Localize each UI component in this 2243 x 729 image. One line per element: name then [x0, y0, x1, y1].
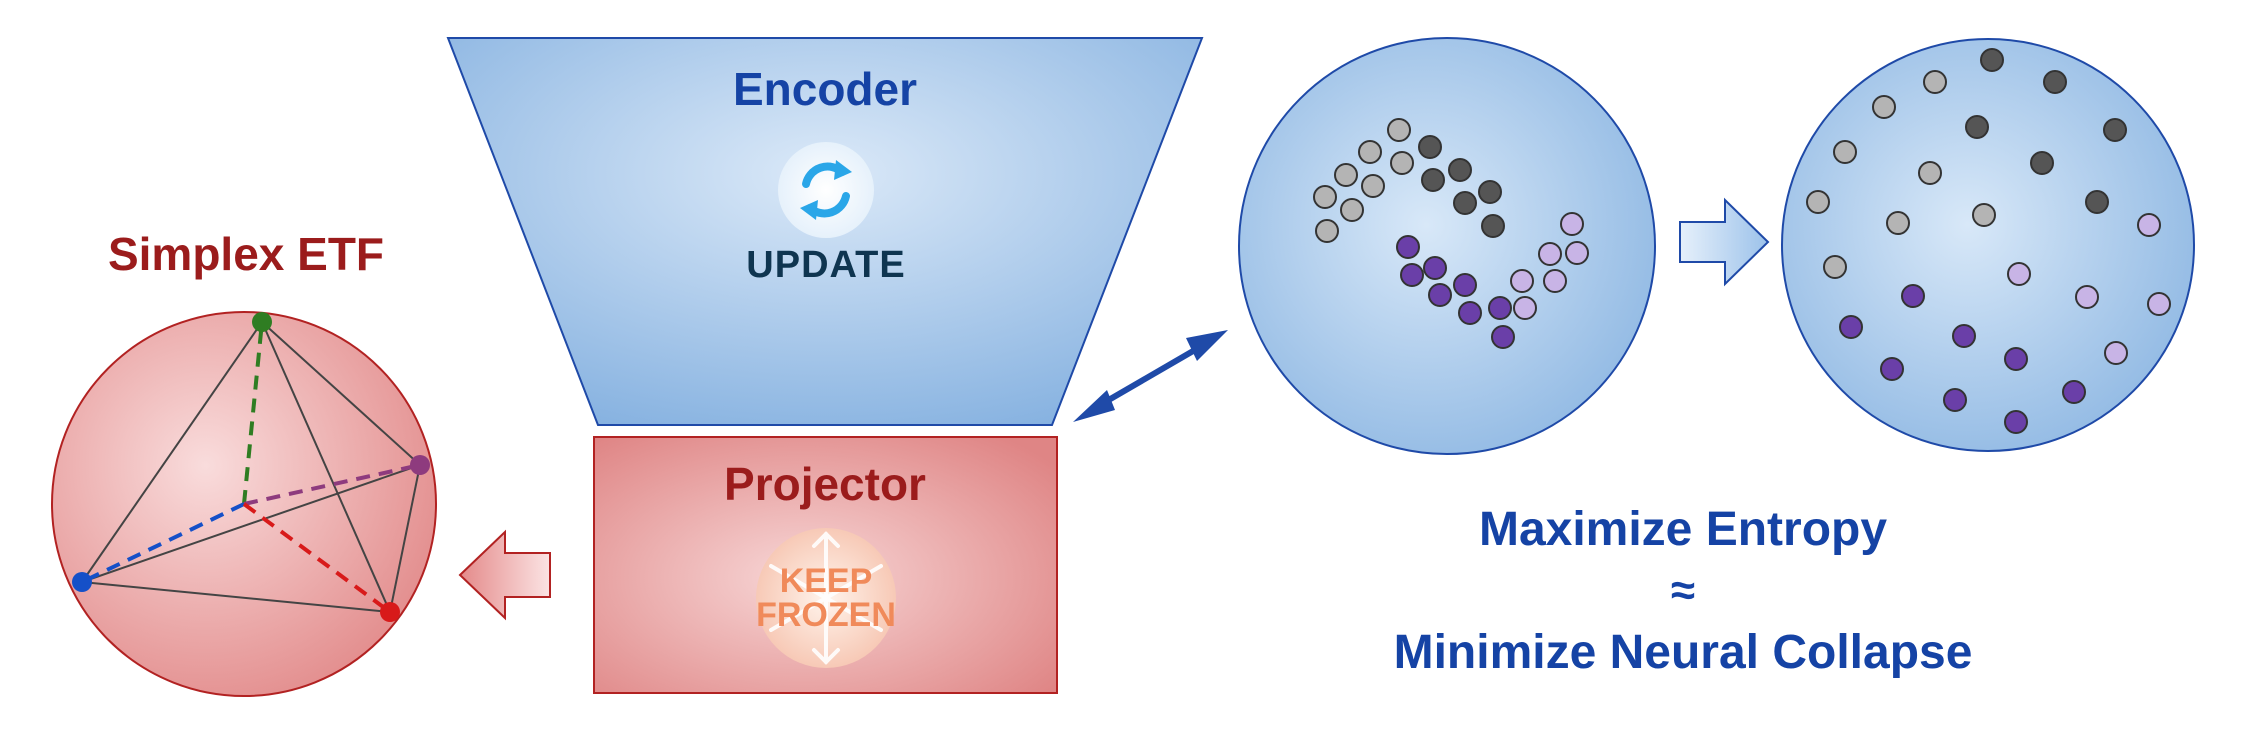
sphere-to-sphere-arrow: [1679, 197, 1770, 287]
point-purple-dark: [1423, 256, 1447, 280]
etf-edges: [81, 321, 421, 613]
point-grey-dark: [1965, 115, 1989, 139]
point-purple-light: [1538, 242, 1562, 266]
point-purple-light: [1513, 296, 1537, 320]
point-purple-dark: [2004, 410, 2028, 434]
point-purple-dark: [1458, 301, 1482, 325]
point-grey-dark: [1421, 168, 1445, 192]
projector-to-etf-arrow: [458, 529, 551, 621]
point-grey-light: [1886, 211, 1910, 235]
uniform-feature-sphere: [1781, 38, 2195, 452]
etf-vertex-purple: [410, 455, 430, 475]
point-grey-light: [1358, 140, 1382, 164]
refresh-icon: [800, 160, 852, 220]
point-grey-light: [1387, 118, 1411, 142]
point-grey-light: [1872, 95, 1896, 119]
point-grey-light: [1315, 219, 1339, 243]
caption-line-3: Minimize Neural Collapse: [1394, 626, 1973, 679]
update-badge: UPDATE: [746, 142, 905, 286]
collapsed-feature-sphere: [1238, 37, 1656, 455]
caption-line-1: Maximize Entropy: [1479, 503, 1887, 556]
snowflake-icon: [769, 531, 883, 665]
point-purple-dark: [1400, 263, 1424, 287]
point-purple-light: [2104, 341, 2128, 365]
point-purple-dark: [2062, 380, 2086, 404]
encoder-block: Encoder UPDATE: [446, 37, 1204, 426]
point-grey-dark: [1478, 180, 1502, 204]
point-grey-dark: [2103, 118, 2127, 142]
etf-radii: [81, 321, 421, 614]
point-grey-dark: [1980, 48, 2004, 72]
point-purple-dark: [1839, 315, 1863, 339]
caption: Maximize Entropy ≈ Minimize Neural Colla…: [1394, 503, 1973, 679]
etf-vertex-blue: [72, 572, 92, 592]
point-purple-dark: [1491, 325, 1515, 349]
encoder-title: Encoder: [733, 63, 917, 115]
point-purple-dark: [1488, 296, 1512, 320]
point-grey-dark: [1453, 191, 1477, 215]
point-grey-light: [1340, 198, 1364, 222]
keep-label: KEEP: [780, 562, 873, 600]
point-grey-light: [1923, 70, 1947, 94]
point-purple-light: [1560, 212, 1584, 236]
point-purple-dark: [1453, 273, 1477, 297]
double-arrow: [1073, 330, 1228, 422]
point-purple-light: [2007, 262, 2031, 286]
update-label: UPDATE: [746, 244, 905, 286]
frozen-badge: KEEP FROZEN: [756, 528, 896, 668]
point-grey-light: [1833, 140, 1857, 164]
point-grey-light: [1313, 185, 1337, 209]
point-grey-dark: [1418, 135, 1442, 159]
point-purple-dark: [1428, 283, 1452, 307]
point-purple-dark: [2004, 347, 2028, 371]
point-grey-dark: [2043, 70, 2067, 94]
projector-title: Projector: [724, 458, 926, 510]
point-purple-light: [1510, 269, 1534, 293]
point-purple-dark: [1880, 357, 1904, 381]
etf-vertex-green: [252, 312, 272, 332]
etf-title: Simplex ETF: [108, 228, 384, 280]
point-grey-light: [1972, 203, 1996, 227]
etf-sphere: [51, 311, 437, 697]
point-grey-dark: [1448, 158, 1472, 182]
point-grey-dark: [2030, 151, 2054, 175]
frozen-label: FROZEN: [756, 596, 896, 634]
point-grey-light: [1823, 255, 1847, 279]
point-grey-light: [1390, 151, 1414, 175]
point-purple-dark: [1396, 235, 1420, 259]
point-grey-light: [1361, 174, 1385, 198]
projector-block: Projector KEEP FROZEN: [593, 436, 1058, 694]
point-purple-light: [1565, 241, 1589, 265]
etf-vertex-red: [380, 602, 400, 622]
point-grey-light: [1334, 163, 1358, 187]
point-grey-light: [1918, 161, 1942, 185]
point-purple-dark: [1943, 388, 1967, 412]
point-grey-dark: [1481, 214, 1505, 238]
point-purple-light: [2075, 285, 2099, 309]
caption-approx-symbol: ≈: [1671, 566, 1695, 615]
uniform-points: [1806, 48, 2171, 434]
point-purple-light: [2147, 292, 2171, 316]
point-purple-dark: [1952, 324, 1976, 348]
point-grey-light: [1806, 190, 1830, 214]
point-purple-light: [1543, 269, 1567, 293]
point-purple-light: [2137, 213, 2161, 237]
collapsed-points: [1313, 118, 1589, 349]
point-purple-dark: [1901, 284, 1925, 308]
point-grey-dark: [2085, 190, 2109, 214]
